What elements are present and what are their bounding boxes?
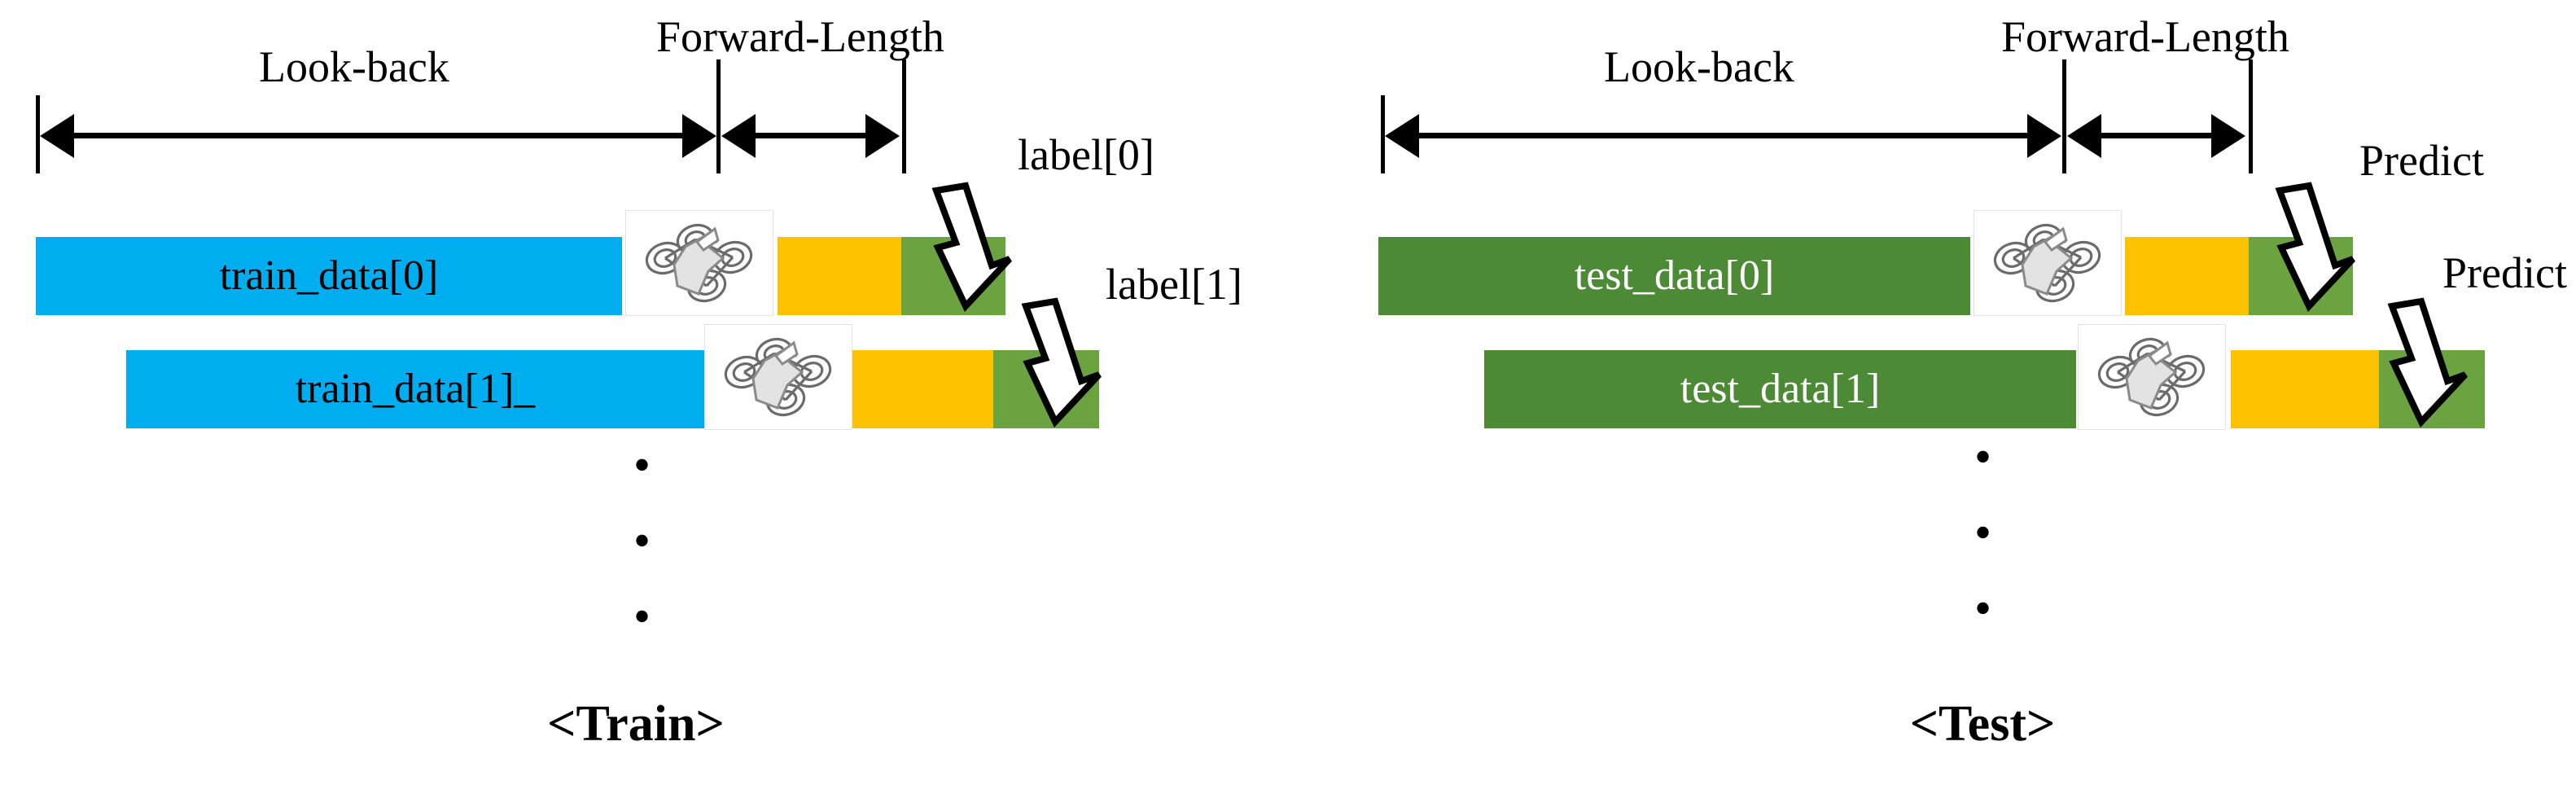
test-row-0-drone-icon-tile <box>1974 210 2122 316</box>
test-row-1-forward-segment <box>2231 350 2379 428</box>
train-row-0-annotation-label: label[0] <box>1018 130 1154 179</box>
train-lookback-label: Look-back <box>259 42 449 91</box>
test-row-0-annotation-label: Predict <box>2359 136 2484 185</box>
train-ruler-tick-end <box>902 59 906 173</box>
train-row-0-forward-segment <box>778 237 901 315</box>
train-caption: <Train> <box>547 696 725 752</box>
train-ruler-tick-mid <box>716 59 721 173</box>
test-ellipsis: • • • <box>1974 430 1992 636</box>
train-lookback-arrowhead-left <box>40 114 74 158</box>
drone-icon <box>724 337 832 417</box>
test-forward-arrowhead-left <box>2067 114 2101 158</box>
test-row-1[interactable]: test_data[1] <box>1484 350 2485 428</box>
test-ellipsis-dot-0: • <box>1974 430 1992 484</box>
train-row-0[interactable]: train_data[0] <box>36 237 1005 315</box>
test-lookback-line <box>1418 133 2031 138</box>
train-lookback-line <box>73 133 686 138</box>
test-forward-label: Forward-Length <box>2001 12 2289 61</box>
test-row-1-data-label: test_data[1] <box>1680 366 1881 412</box>
test-lookback-label: Look-back <box>1604 42 1794 91</box>
train-ellipsis-dot-2: • <box>633 590 651 644</box>
train-row-1[interactable]: train_data[1]_ <box>126 350 1099 428</box>
test-row-1-lookback-segment: test_data[1] <box>1484 350 2076 428</box>
test-ruler-tick-mid <box>2062 59 2066 173</box>
train-row-1-forward-segment <box>851 350 993 428</box>
train-forward-label: Forward-Length <box>656 12 944 61</box>
test-row-0-annotation-arrow <box>2249 182 2355 313</box>
train-row-1-drone-icon-tile <box>704 324 852 430</box>
drone-icon <box>2097 337 2206 417</box>
test-row-0-forward-segment <box>2125 237 2249 315</box>
train-row-1-annotation-label: label[1] <box>1106 260 1242 309</box>
train-ellipsis-dot-0: • <box>633 438 651 492</box>
test-row-1-annotation-arrow <box>2361 297 2468 428</box>
drone-icon <box>1993 223 2101 303</box>
train-row-0-annotation-arrow <box>905 182 1012 313</box>
train-row-1-data-label: train_data[1]_ <box>295 366 536 412</box>
test-row-1-annotation-label: Predict <box>2442 248 2567 297</box>
train-lookback-arrowhead-right <box>682 114 716 158</box>
test-ellipsis-dot-2: • <box>1974 581 1992 636</box>
train-forward-arrowhead-left <box>721 114 756 158</box>
train-row-0-drone-icon-tile <box>625 210 773 316</box>
test-row-1-drone-icon-tile <box>2078 324 2226 430</box>
test-forward-line <box>2099 133 2213 138</box>
test-ellipsis-dot-1: • <box>1974 506 1992 560</box>
train-row-0-lookback-segment: train_data[0] <box>36 237 622 315</box>
train-row-1-lookback-segment: train_data[1]_ <box>126 350 704 428</box>
test-ruler-tick-end <box>2249 59 2253 173</box>
test-lookback-arrowhead-left <box>1385 114 1419 158</box>
test-ruler-tick-start <box>1381 95 1385 173</box>
test-row-0-lookback-segment: test_data[0] <box>1378 237 1970 315</box>
test-row-0[interactable]: test_data[0] <box>1378 237 2353 315</box>
drone-icon <box>645 223 753 303</box>
test-lookback-arrowhead-right <box>2027 114 2061 158</box>
train-row-0-data-label: train_data[0] <box>219 252 439 299</box>
train-forward-arrowhead-right <box>865 114 900 158</box>
train-ellipsis: • • • <box>633 438 651 644</box>
test-forward-arrowhead-right <box>2211 114 2245 158</box>
train-ruler-tick-start <box>36 95 40 173</box>
test-caption: <Test> <box>1909 696 2056 752</box>
train-row-1-annotation-arrow <box>995 297 1102 428</box>
train-forward-line <box>753 133 867 138</box>
test-row-0-data-label: test_data[0] <box>1574 252 1775 299</box>
train-ellipsis-dot-1: • <box>633 514 651 568</box>
